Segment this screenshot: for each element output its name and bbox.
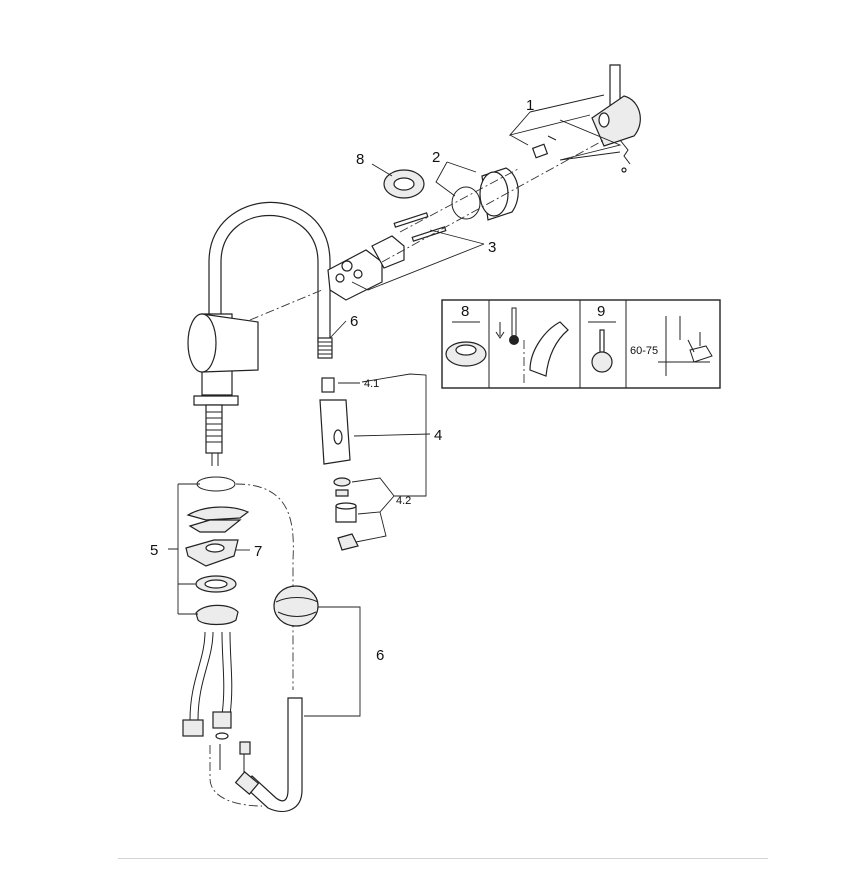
callout-5: 5 (150, 542, 158, 559)
callout-6-bottom: 6 (376, 647, 384, 664)
arrow-down-icon (495, 322, 505, 339)
callout-4: 4 (434, 427, 442, 444)
callout-7: 7 (254, 543, 262, 560)
pull-out-hose-end (234, 697, 303, 812)
legend-cell-part-8: 8 (445, 303, 487, 367)
callout-3: 3 (488, 239, 496, 256)
lever-icon (599, 329, 605, 353)
cartridge-assembly (327, 212, 447, 301)
lever-handle (531, 64, 641, 173)
legend-cell-temperature (495, 307, 569, 384)
spray-head (319, 377, 359, 551)
hose-weight (273, 585, 319, 627)
callout-1: 1 (526, 97, 534, 114)
supply-hoses (182, 631, 251, 775)
handle-rotation-icon (529, 321, 569, 377)
info-panel: 8 9 60-75 (441, 299, 721, 389)
legend-cell-dimension: 60-75 (630, 316, 713, 376)
callout-6-top: 6 (350, 313, 358, 330)
leader-lines (168, 94, 622, 717)
hose-routing-dashed (209, 483, 294, 807)
callout-4-1: 4.1 (364, 378, 379, 390)
mounting-kit (185, 476, 250, 626)
cover-disc (383, 169, 425, 199)
legend-label-9: 9 (597, 303, 605, 320)
bottom-divider (118, 858, 768, 859)
callout-labels: 1 2 3 4 4.1 4.2 5 6 6 7 8 (150, 97, 534, 664)
thermometer-icon (511, 307, 517, 337)
callout-2: 2 (432, 149, 440, 166)
assembly-axis-lines (249, 139, 605, 321)
legend-label-8: 8 (461, 303, 469, 320)
legend-cell-part-9: 9 (588, 303, 616, 373)
mounting-base (193, 395, 239, 466)
bonnet-and-oring (451, 167, 519, 221)
callout-8: 8 (356, 151, 364, 168)
dimension-label: 60-75 (630, 345, 658, 357)
callout-4-2: 4.2 (396, 495, 411, 507)
faucet-body (187, 313, 259, 396)
spout-hose-connector (317, 337, 333, 359)
